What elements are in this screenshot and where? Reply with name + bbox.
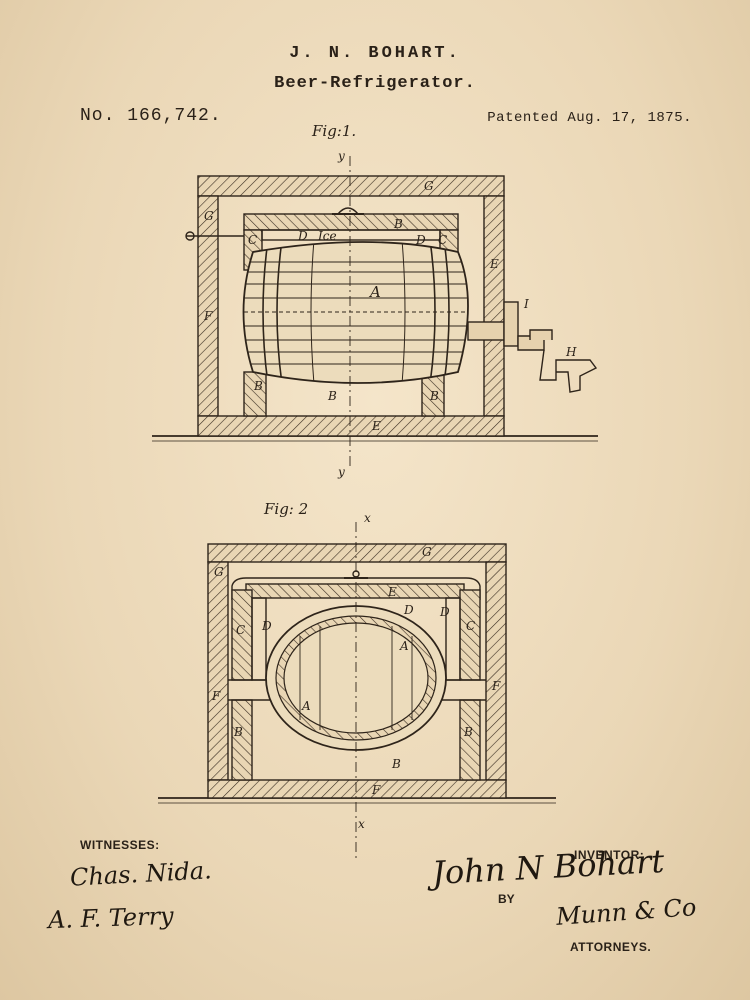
fig1-label-b-low-right: B: [430, 389, 439, 403]
fig2-label-a-left: A: [302, 699, 311, 713]
fig2-label-d-top1: D: [404, 603, 414, 617]
fig1-axis-bottom: y: [338, 465, 345, 479]
witnesses-label: WITNESSES:: [80, 838, 160, 852]
fig1-label-c-right: C: [438, 233, 448, 247]
fig2-label-b-bottom: B: [392, 757, 401, 771]
fig2-label-a-top: A: [400, 639, 409, 653]
fig1-label: Fig:1.: [312, 122, 357, 140]
fig1-label-e-bottom: E: [372, 419, 381, 433]
fig2-label-c-right: C: [466, 619, 476, 633]
fig1-label-a: A: [370, 283, 381, 301]
fig1-label-b-low-left: B: [254, 379, 263, 393]
fig1-label-g-top: G: [424, 179, 434, 193]
fig1-label-f-left: F: [204, 309, 213, 323]
fig2-axis-top: x: [364, 511, 371, 525]
fig2-label-c-left: C: [236, 623, 246, 637]
fig1-label-e-right: E: [490, 257, 499, 271]
fig1-axis-top: y: [338, 149, 345, 163]
by-label: BY: [498, 892, 515, 906]
patent-number: No. 166,742.: [80, 106, 222, 126]
fig2-label-g-top: G: [422, 545, 432, 559]
fig1-label-g-left: G: [204, 209, 214, 223]
patent-title: Beer-Refrigerator.: [274, 74, 476, 93]
fig1-label-ice: Ice: [318, 229, 337, 243]
fig1-drawing: [152, 156, 598, 470]
fig1-label-d-right: D: [416, 233, 426, 247]
fig1-label-b-mid: B: [328, 389, 337, 403]
fig1-label-c-left: C: [248, 233, 258, 247]
inventor-label: INVENTOR:: [574, 848, 645, 862]
fig2-label-d-top2: D: [440, 605, 450, 619]
fig2-label-f-right: F: [492, 679, 501, 693]
attorneys-label: ATTORNEYS.: [570, 940, 652, 954]
fig2-label: Fig: 2: [264, 500, 309, 518]
witness-signature-2: A. F. Terry: [47, 901, 175, 935]
fig2-label-e: E: [388, 585, 397, 599]
fig2-label-d-left: D: [262, 619, 272, 633]
fig2-axis-bottom: x: [358, 817, 365, 831]
inventor-name-heading: J. N. BOHART.: [289, 44, 461, 63]
fig2-label-f-left: F: [212, 689, 221, 703]
fig1-label-d-left: D: [298, 229, 308, 243]
fig2-drawing: [158, 522, 556, 860]
fig2-label-f-bottom: F: [372, 783, 381, 797]
fig1-label-h: H: [566, 345, 577, 359]
patent-date: Patented Aug. 17, 1875.: [487, 110, 692, 126]
fig1-label-b-lid: B: [394, 217, 403, 231]
fig1-label-i: I: [524, 297, 529, 311]
fig2-label-b-right: B: [464, 725, 473, 739]
fig2-label-g-left: G: [214, 565, 224, 579]
fig2-label-b-left: B: [234, 725, 243, 739]
